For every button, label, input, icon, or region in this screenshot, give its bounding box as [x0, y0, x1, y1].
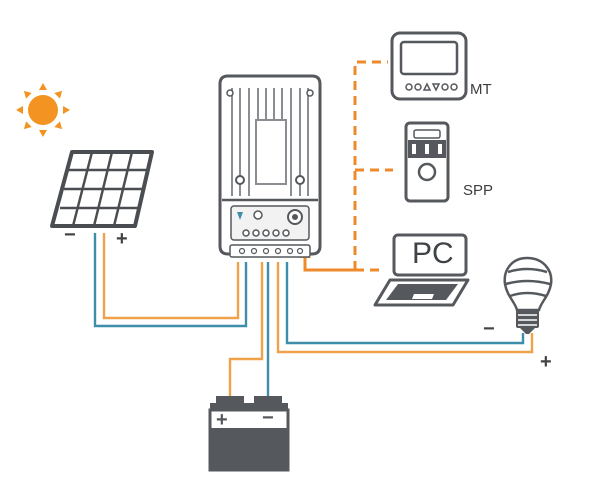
battery-positive-sign: + [216, 409, 228, 431]
mt-link [353, 60, 388, 270]
sun-icon [16, 83, 70, 137]
pc-label: PC [412, 237, 454, 270]
wires [93, 233, 534, 396]
load-positive-sign: + [540, 351, 552, 373]
spp-label: SPP [463, 182, 494, 199]
battery-icon [208, 396, 290, 472]
load-negative-wire [285, 262, 525, 345]
battery-positive-wire [228, 262, 264, 396]
load-positive-wire [276, 262, 534, 354]
spp-device-icon [404, 121, 450, 203]
communication-links [353, 60, 393, 272]
panel-positive-sign: + [116, 228, 128, 250]
controller-link [303, 256, 355, 272]
pc-laptop-icon [373, 233, 470, 307]
battery-negative-sign: − [262, 407, 274, 429]
panel-negative-wire [93, 233, 248, 328]
brand-logo-icon [237, 212, 243, 220]
solar-panel-icon [50, 150, 154, 228]
panel-negative-sign: − [64, 224, 76, 246]
panel-positive-wire [102, 233, 240, 320]
load-negative-sign: − [483, 318, 495, 340]
mt-label: MT [470, 81, 492, 98]
charge-controller-icon [218, 74, 322, 258]
mt-meter-icon [390, 31, 468, 101]
light-bulb-icon [503, 256, 553, 334]
